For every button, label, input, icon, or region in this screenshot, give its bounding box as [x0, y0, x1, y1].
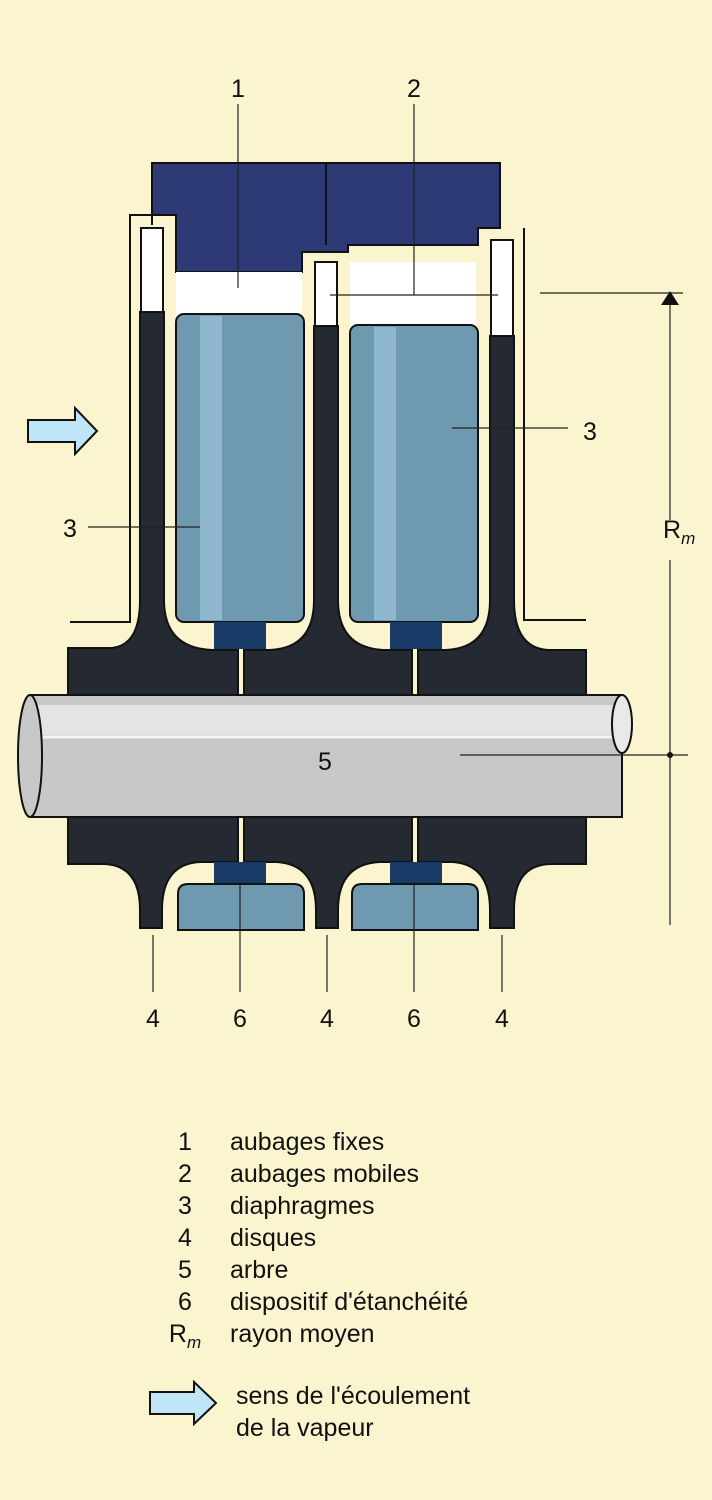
legend-text: disques	[230, 1224, 317, 1252]
shaft	[17, 694, 633, 818]
disc-2-lower	[243, 816, 413, 929]
diaphragm-right	[349, 324, 479, 623]
legend-text: rayon moyen	[230, 1320, 375, 1348]
turbine-stage-diagram: 1 2 3 3 5 Rm 4 6 4 6 4	[17, 75, 695, 1033]
diaphragm-left	[175, 313, 305, 623]
legend-key: 1	[178, 1128, 192, 1156]
legend-key: 5	[178, 1256, 192, 1284]
flow-description: sens de l'écoulement de la vapeur	[236, 1380, 566, 1444]
callout-5: 5	[318, 748, 332, 776]
arrow-right-icon	[149, 1380, 218, 1426]
callout-bottom-4: 6	[407, 1005, 421, 1033]
fixed-blade-2	[350, 262, 476, 326]
seal-bottom-1	[214, 862, 266, 884]
seal-bottom-2	[390, 862, 442, 884]
disc-3-lower	[417, 816, 587, 929]
fixed-blade-1	[176, 272, 302, 316]
callout-rm: Rm	[663, 516, 695, 548]
seal-top-1	[214, 622, 266, 649]
diaphragm-right-lower	[351, 883, 479, 931]
flow-line-2: de la vapeur	[236, 1414, 374, 1442]
legend-key: 3	[178, 1192, 192, 1220]
disc-1-lower	[67, 816, 239, 929]
rm-arrowhead-icon	[661, 291, 679, 305]
legend-text: aubages fixes	[230, 1128, 385, 1156]
legend-key: 6	[178, 1288, 192, 1316]
legend-key: 2	[178, 1160, 192, 1188]
legend-key: Rm	[168, 1320, 202, 1352]
legend-text: aubages mobiles	[230, 1160, 420, 1188]
callout-2: 2	[407, 75, 421, 103]
callout-3-right: 3	[583, 418, 597, 446]
disc-1	[67, 311, 239, 696]
seal-top-2	[390, 622, 442, 649]
flow-arrow-icon	[27, 405, 99, 457]
callout-bottom-5: 4	[495, 1005, 509, 1033]
legend-text: diaphragmes	[230, 1192, 375, 1220]
callout-bottom-3: 4	[320, 1005, 334, 1033]
callout-3-left: 3	[63, 515, 77, 543]
callout-bottom-2: 6	[233, 1005, 247, 1033]
flow-line-1: sens de l'écoulement	[236, 1382, 471, 1410]
callout-1: 1	[231, 75, 245, 103]
legend-text: arbre	[230, 1256, 289, 1284]
legend-text: dispositif d'étanchéité	[230, 1288, 469, 1316]
callout-bottom-1: 4	[146, 1005, 160, 1033]
diaphragm-left-lower	[177, 883, 305, 931]
legend-key: 4	[178, 1224, 192, 1252]
